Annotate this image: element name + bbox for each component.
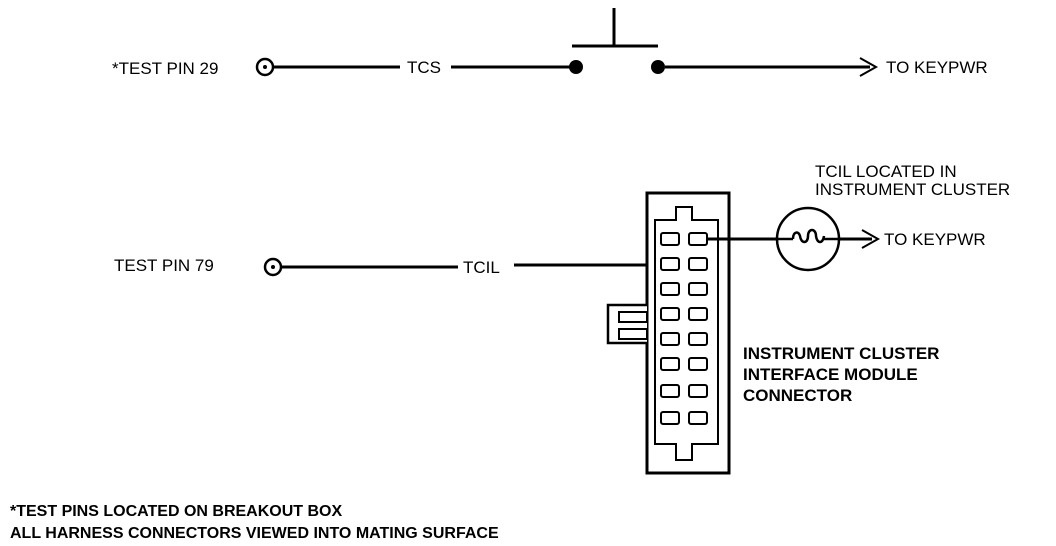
arrow-right-icon [859,57,879,77]
lamp-note-line2: INSTRUMENT CLUSTER [815,180,1010,199]
tcil-destination-label: TO KEYPWR [884,230,986,249]
connector-label-line2: INTERFACE MODULE [743,365,918,384]
tcs-wire-label: TCS [407,58,441,77]
test-pin-29-label: *TEST PIN 29 [112,59,218,78]
test-pin-79-label: TEST PIN 79 [114,256,214,275]
footnote-line1: *TEST PINS LOCATED ON BREAKOUT BOX [10,503,342,520]
tcs-destination-label: TO KEYPWR [886,58,988,77]
tcil-lamp-icon [775,206,841,272]
connector-label-line3: CONNECTOR [743,386,852,405]
lamp-note-line1: TCIL LOCATED IN [815,162,957,181]
interface-module-connector [606,191,731,475]
arrow-right-icon [861,229,881,249]
connector-cavities [660,232,708,425]
connector-label-line1: INSTRUMENT CLUSTER [743,344,939,363]
footnote-line2: ALL HARNESS CONNECTORS VIEWED INTO MATIN… [10,525,499,542]
tcs-switch [569,8,665,74]
tcil-wire-label: TCIL [463,258,500,277]
test-pin-79-terminal [263,257,283,277]
test-pin-29-terminal [255,57,275,77]
